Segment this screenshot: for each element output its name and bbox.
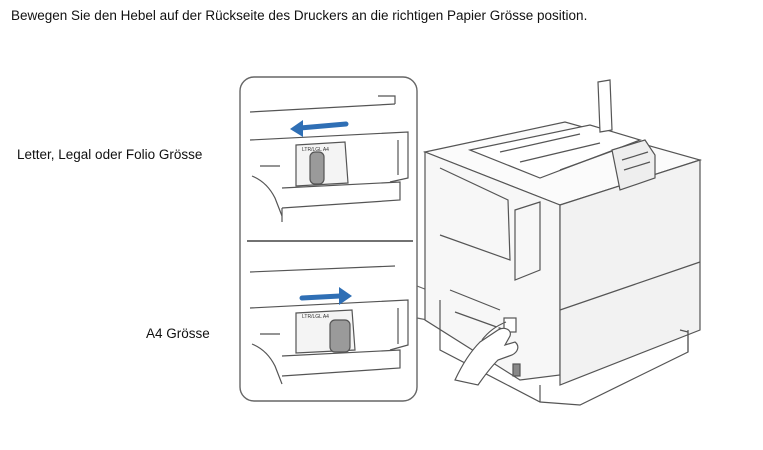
- lever-knob-top: [309, 151, 325, 185]
- letter-size-label: Letter, Legal oder Folio Grösse: [17, 147, 203, 162]
- callout-frame: [239, 76, 418, 402]
- lever-knob-bottom: [329, 319, 351, 353]
- printer-icon: [422, 79, 703, 406]
- instruction-text: Bewegen Sie den Hebel auf der Rückseite …: [11, 8, 588, 23]
- arrow-right-icon: [299, 293, 343, 301]
- arrow-right-head: [339, 287, 352, 305]
- hand-icon: [454, 321, 519, 386]
- arrow-left-head: [290, 120, 303, 137]
- lever-tag-bottom: LTR/LGL A4: [302, 314, 329, 320]
- lever-tag-top: LTR/LGL A4: [302, 147, 329, 153]
- a4-size-label: A4 Grösse: [146, 326, 210, 341]
- arrow-left-icon: [297, 121, 349, 131]
